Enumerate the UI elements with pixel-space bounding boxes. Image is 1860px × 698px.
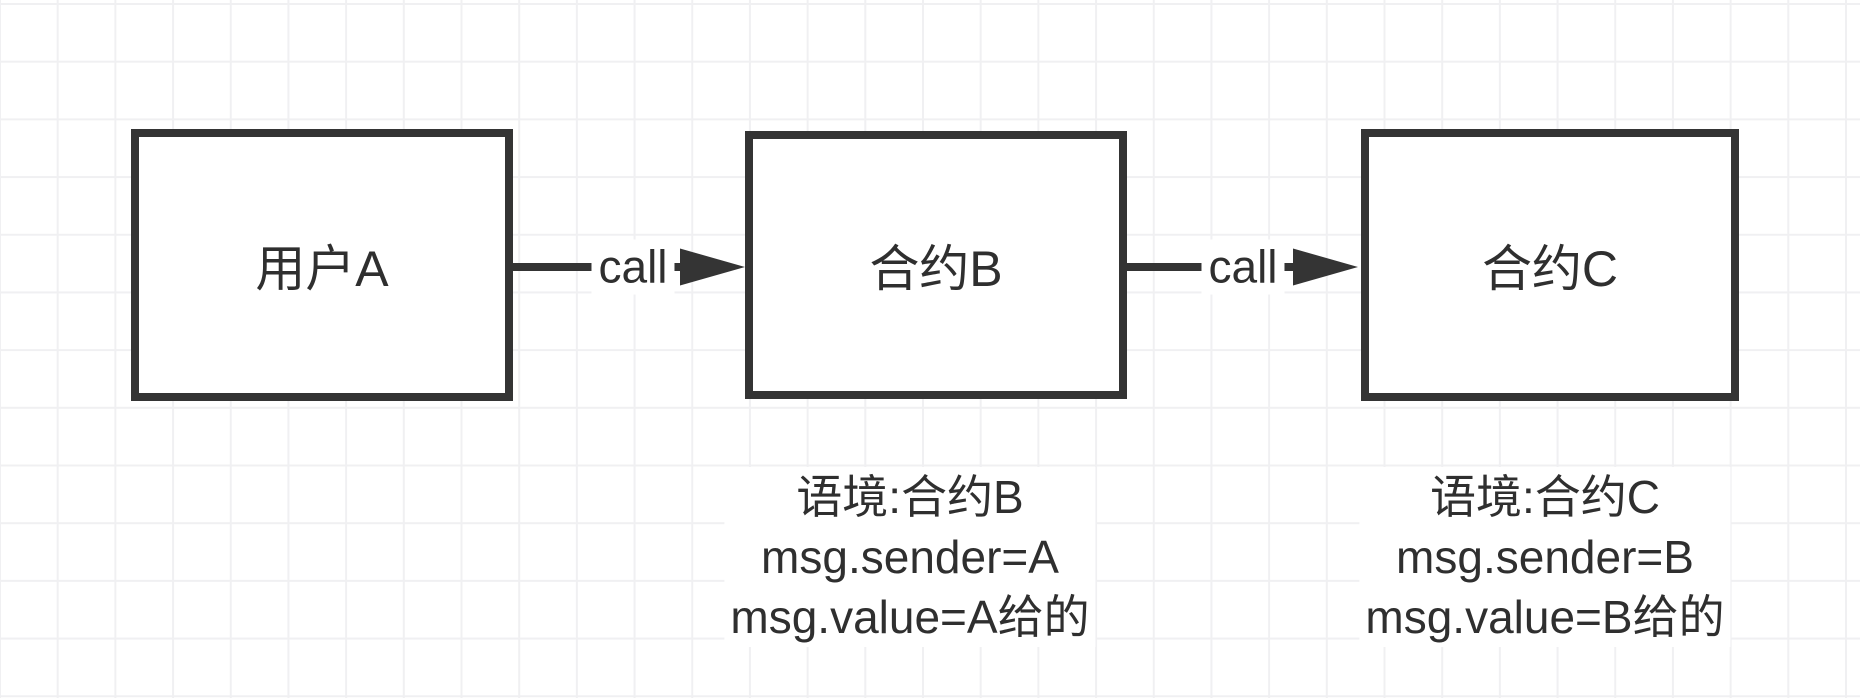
annotation-line: 语境:合约B [796,471,1024,523]
node-label: 合约C [1481,241,1619,297]
annotation-contract-b[interactable]: 语境:合约B msg.sender=A msg.value=A给的 [724,467,1096,647]
node-contract-c[interactable]: 合约C [1361,129,1739,401]
edge-label-call-2[interactable]: call [1201,239,1285,295]
annotation-line: msg.value=B给的 [1365,591,1725,643]
annotation-contract-c[interactable]: 语境:合约C msg.sender=B msg.value=B给的 [1359,467,1731,647]
node-label: 用户A [255,241,389,297]
annotation-line: 语境:合约C [1429,471,1660,523]
edge-label-call-1[interactable]: call [591,239,675,295]
annotation-line: msg.sender=B [1396,531,1694,583]
node-contract-b[interactable]: 合约B [745,131,1127,399]
arrowhead-icon [680,248,745,286]
node-label: 合约B [869,241,1003,297]
annotation-line: msg.sender=A [761,531,1059,583]
arrowhead-icon [1293,248,1358,286]
node-user-a[interactable]: 用户A [131,129,513,401]
annotation-line: msg.value=A给的 [730,591,1090,643]
